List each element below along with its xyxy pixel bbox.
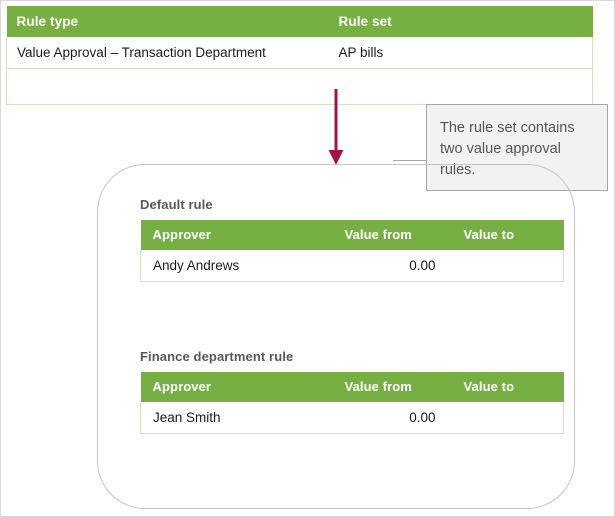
table-row-empty[interactable] xyxy=(6,68,593,105)
cell-rule-set: AP bills xyxy=(328,37,593,69)
column-header-approver: Approver xyxy=(140,372,333,402)
column-header-value-from: Value from xyxy=(332,372,452,402)
table-header-row: Rule type Rule set xyxy=(6,6,593,37)
column-header-value-from: Value from xyxy=(332,220,452,250)
callout-box: The rule set contains two value approval… xyxy=(426,104,608,191)
cell-rule-type-empty xyxy=(6,68,329,105)
column-header-value-to: Value to xyxy=(451,372,564,402)
rule-section-default: Default rule Approver Value from Value t… xyxy=(140,197,564,282)
table-header-row: Approver Value from Value to xyxy=(140,372,564,402)
column-header-rule-type: Rule type xyxy=(6,6,329,37)
rule-section-label: Finance department rule xyxy=(140,349,294,364)
cell-value-from: 0.00 xyxy=(332,250,452,282)
table-row[interactable]: Value Approval – Transaction Department … xyxy=(6,37,593,69)
table-row[interactable]: Andy Andrews 0.00 xyxy=(140,250,564,282)
cell-value-to xyxy=(451,402,564,434)
callout-text: The rule set contains two value approval… xyxy=(440,120,575,178)
table-header-row: Approver Value from Value to xyxy=(140,220,564,250)
callout-leader-line xyxy=(393,160,426,161)
rule-set-container xyxy=(97,164,575,509)
down-arrow-icon xyxy=(328,89,344,165)
column-header-value-to: Value to xyxy=(451,220,564,250)
rule-section-finance: Finance department rule Approver Value f… xyxy=(140,349,564,434)
approver-table-default: Approver Value from Value to Andy Andrew… xyxy=(140,220,564,282)
cell-value-from: 0.00 xyxy=(332,402,452,434)
column-header-rule-set: Rule set xyxy=(328,6,593,37)
cell-value-to xyxy=(451,250,564,282)
rule-section-label: Default rule xyxy=(140,197,213,212)
column-header-approver: Approver xyxy=(140,220,333,250)
cell-approver: Andy Andrews xyxy=(140,250,333,282)
cell-rule-set-empty xyxy=(328,68,593,105)
table-row[interactable]: Jean Smith 0.00 xyxy=(140,402,564,434)
cell-rule-type: Value Approval – Transaction Department xyxy=(6,37,329,69)
rule-summary-table: Rule type Rule set Value Approval – Tran… xyxy=(6,6,593,105)
approver-table-finance: Approver Value from Value to Jean Smith … xyxy=(140,372,564,434)
cell-approver: Jean Smith xyxy=(140,402,333,434)
